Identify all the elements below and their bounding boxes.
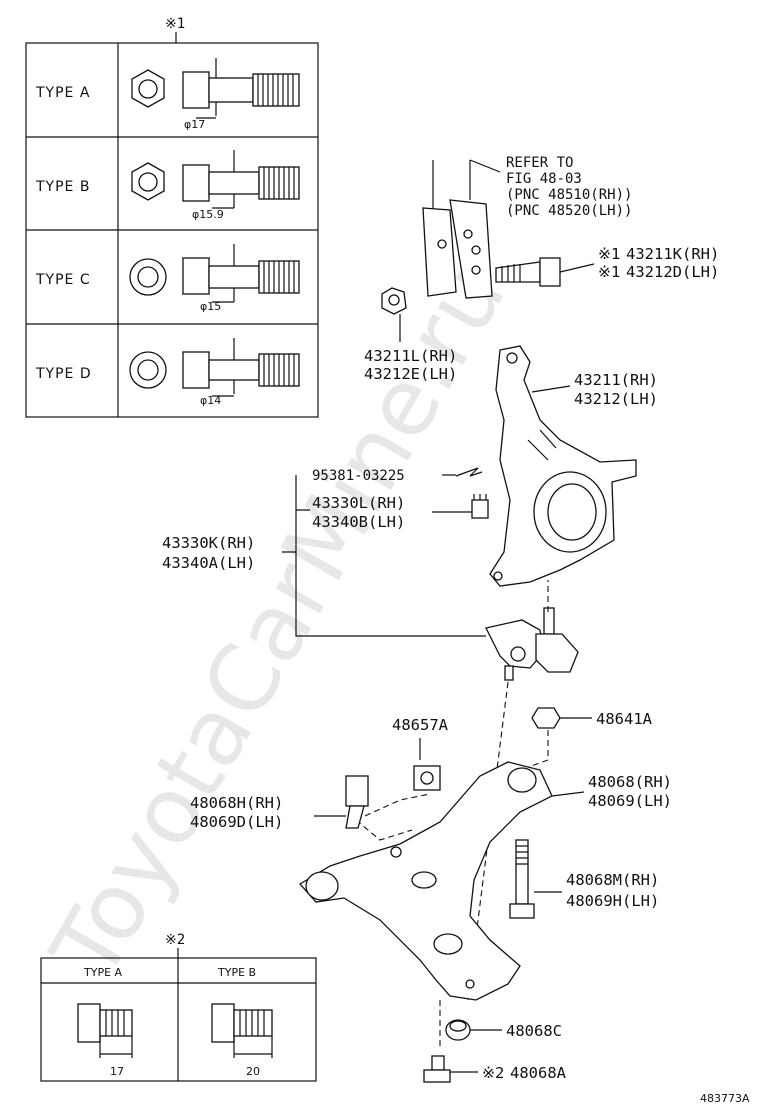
label-43211: 43211(RH)	[574, 371, 658, 389]
note1-mark: ※1	[165, 16, 185, 32]
note1-table: ※1 TYPE A TYPE B TYPE C TYPE D φ17	[25, 16, 319, 418]
label-48068c: 48068C	[506, 1022, 562, 1040]
note1-type-a: TYPE A	[35, 85, 90, 101]
label-43340b: 43340B(LH)	[312, 513, 405, 531]
label-43212: 43212(LH)	[574, 390, 658, 408]
note1-type-d: TYPE D	[35, 366, 92, 382]
refer-line-3: (PNC 48510(RH))	[506, 187, 632, 203]
note1-dim-a: φ17	[184, 118, 205, 131]
label-48068a: 48068A	[510, 1064, 567, 1082]
label-48068: 48068(RH)	[588, 773, 672, 791]
flange-bolt-type-b	[211, 1003, 273, 1058]
figure-id: 483773A	[700, 1092, 750, 1105]
cotter-pin	[442, 467, 483, 477]
note1-type-b: TYPE B	[35, 179, 90, 195]
bushing-stopper	[413, 738, 441, 791]
mark-43211k: ※1	[598, 245, 620, 263]
note2-table: ※2 TYPE A TYPE B 17 20	[40, 932, 317, 1082]
note1-dim-b: φ15.9	[192, 208, 224, 221]
note2-type-a: TYPE A	[83, 966, 123, 979]
refer-line-2: FIG 48-03	[506, 171, 582, 187]
strut-nut	[381, 287, 407, 342]
flange-bolt-type-a	[77, 1003, 133, 1058]
hub-bolt-type-a	[131, 58, 300, 119]
hub-bolt-type-b	[131, 150, 300, 209]
arm-nut	[445, 1019, 502, 1041]
rear-arm-bolt	[509, 839, 562, 919]
mark-48068a: ※2	[482, 1064, 504, 1082]
castle-nut	[432, 494, 489, 519]
label-48069h: 48069H(LH)	[566, 892, 659, 910]
label-43330l: 43330L(RH)	[312, 494, 405, 512]
refer-line-4: (PNC 48520(LH))	[506, 203, 632, 219]
label-48069d: 48069D(LH)	[190, 813, 283, 831]
label-43211l: 43211L(RH)	[364, 347, 457, 365]
label-43212e: 43212E(LH)	[364, 365, 457, 383]
note1-dim-d: φ14	[200, 394, 221, 407]
front-arm-bolt	[314, 775, 369, 829]
strut-bracket	[422, 159, 501, 299]
refer-line-1: REFER TO	[506, 155, 573, 171]
label-48068h: 48068H(RH)	[190, 794, 283, 812]
steering-knuckle	[489, 345, 637, 587]
lower-suspension-arm	[298, 761, 585, 1001]
strut-bolt	[495, 257, 595, 287]
label-48068m: 48068M(RH)	[566, 871, 659, 889]
label-43340a: 43340A(LH)	[162, 554, 255, 572]
label-95381: 95381-03225	[312, 468, 405, 484]
mark-43212d: ※1	[598, 263, 620, 281]
note2-dim-a: 17	[110, 1065, 124, 1078]
ball-joint	[485, 607, 579, 681]
label-43330k: 43330K(RH)	[162, 534, 255, 552]
refer-note: REFER TO FIG 48-03 (PNC 48510(RH)) (PNC …	[506, 155, 632, 219]
note1-type-c: TYPE C	[35, 272, 91, 288]
hub-bolt-type-d	[129, 338, 300, 397]
label-43211k: 43211K(RH)	[626, 245, 719, 263]
note2-type-b: TYPE B	[217, 966, 256, 979]
label-43212d: 43212D(LH)	[626, 263, 719, 281]
label-48069: 48069(LH)	[588, 792, 672, 810]
note2-mark: ※2	[165, 932, 185, 948]
lock-nut	[531, 707, 592, 729]
label-48641a: 48641A	[596, 710, 653, 728]
note1-dim-c: φ15	[200, 300, 221, 313]
flange-bolt	[423, 1055, 478, 1083]
label-48657a: 48657A	[392, 716, 449, 734]
hub-bolt-type-c	[129, 244, 300, 303]
note2-dim-b: 20	[246, 1065, 260, 1078]
